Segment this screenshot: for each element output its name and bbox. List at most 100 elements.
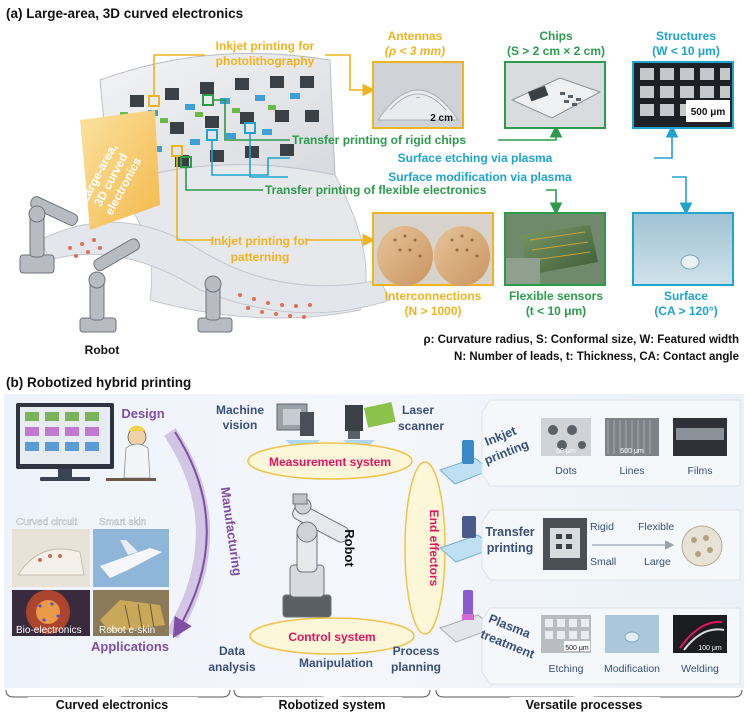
laser-scanner-label-2: scanner: [398, 419, 444, 433]
surface-photo: [632, 212, 734, 286]
welding-scale: 100 μm: [698, 645, 722, 652]
antennas-title: Antennas: [388, 29, 443, 43]
interconnections-photo: [372, 212, 494, 286]
bio-electronics-label: Bio-electronics: [16, 625, 82, 636]
lines-micrograph: [605, 418, 659, 456]
manufacturing-arrow-band: [164, 428, 210, 639]
footer-robotized-system: Robotized system: [279, 698, 386, 712]
dots-scale: 50 μm: [556, 448, 576, 455]
control-system-ellipse: [249, 617, 415, 655]
surface-sub: (CA > 120°): [654, 304, 717, 318]
data-analysis-label-1: Data: [219, 644, 245, 658]
lines-scale: 500 μm: [620, 448, 644, 455]
etching-micrograph: [541, 615, 591, 653]
footer-mask-2: [262, 697, 402, 713]
footer-curved-electronics: Curved electronics: [56, 698, 169, 712]
machine-vision-label-2: vision: [223, 418, 258, 432]
footer-mask-3: [510, 697, 660, 713]
surface-title: Surface: [664, 289, 708, 303]
line-inkjet-pattern: [176, 156, 212, 241]
footer-mask-1: [28, 697, 198, 713]
arrow-antennas: [325, 54, 376, 97]
flexible-device-photo: [681, 525, 723, 567]
antennas-sub: (ρ < 3 mm): [385, 44, 445, 58]
line-transfer-rigid: [213, 99, 290, 141]
label-surface-etching: Surface etching via plasma: [398, 151, 553, 165]
machine-vision-label-1: Machine: [216, 403, 264, 417]
end-effectors-label: End effectors: [427, 510, 441, 587]
line-transfer-flexible: [185, 167, 263, 191]
laser-scanner-icon: [345, 402, 396, 439]
transfer-printing-label-2: printing: [487, 541, 534, 555]
label-inkjet-litho-1: Inkjet printing for: [216, 39, 315, 53]
label-inkjet-pattern-1: Inkjet printing for: [211, 234, 310, 248]
legend-line-2: N: Number of leads, t: Thickness, CA: Co…: [454, 351, 739, 363]
robot-eskin-photo: [93, 590, 169, 636]
line-surface-mod: [249, 133, 288, 178]
measurement-system-label: Measurement system: [269, 455, 391, 469]
curved-circuit-photo: [12, 529, 90, 587]
modification-label: Modification: [604, 663, 660, 675]
camera-icon: [276, 403, 314, 436]
chips-sub: (S > 2 cm × 2 cm): [507, 44, 605, 58]
plasma-nozzle-icon: [439, 590, 495, 643]
lines-label: Lines: [619, 465, 644, 477]
legend-line-1: ρ: Curvature radius, S: Conformal size, …: [423, 334, 739, 346]
flexible-label: Flexible: [638, 521, 674, 533]
small-label: Small: [590, 556, 616, 568]
design-label: Design: [121, 406, 164, 421]
robot-eskin-label: Robot e-skin: [99, 625, 155, 636]
line-inkjet-litho: [153, 54, 205, 96]
welding-label: Welding: [681, 663, 719, 675]
industrial-robot: [282, 493, 350, 618]
dots-micrograph: [541, 418, 591, 456]
data-analysis-label-2: analysis: [208, 660, 256, 674]
interconnections-title: Interconnections: [385, 289, 482, 303]
films-label: Films: [687, 465, 712, 477]
structures-sub: (W < 10 μm): [652, 44, 720, 58]
rigid-chip-photo: [543, 518, 587, 570]
transfer-printing-label-1: Transfer: [485, 525, 534, 539]
welding-micrograph: [673, 615, 727, 653]
films-micrograph: [673, 418, 727, 456]
flexible-sensors-photo: [504, 212, 606, 286]
robot-label-a: Robot: [85, 343, 120, 357]
large-area-badge: Large-area, 3D curved electronics: [77, 110, 160, 230]
chips-photo: [504, 61, 606, 129]
arrow-structures: [654, 124, 679, 159]
control-system-label: Control system: [288, 630, 375, 644]
label-surface-modification: Surface modification via plasma: [388, 170, 572, 184]
label-transfer-flexible: Transfer printing of flexible electronic…: [265, 183, 487, 197]
antennas-photo: ~ 2 cm: [372, 61, 464, 129]
dots-label: Dots: [555, 465, 577, 477]
rigid-label: Rigid: [590, 521, 614, 533]
smart-skin-photo: [93, 529, 169, 587]
arrow-surface: [672, 176, 693, 216]
bio-electronics-photo: [12, 590, 90, 636]
process-planning-label-2: planning: [391, 660, 441, 674]
antennas-scale: 2 cm: [430, 113, 453, 124]
robot-arm-right: [197, 275, 233, 333]
applications-label: Applications: [91, 639, 169, 654]
modification-photo: [605, 615, 659, 653]
arrow-sensors: [546, 189, 563, 216]
panel-a-title: (a) Large-area, 3D curved electronics: [6, 6, 243, 21]
footer-versatile-processes: Versatile processes: [526, 698, 643, 712]
design-monitor: [16, 403, 114, 481]
structures-photo: 500 μm: [632, 61, 734, 129]
label-inkjet-pattern-2: patterning: [231, 250, 290, 264]
label-transfer-rigid: Transfer printing of rigid chips: [292, 133, 466, 147]
manipulation-label: Manipulation: [299, 656, 373, 670]
robot-arm-left: [19, 196, 79, 274]
structures-scale: 500 μm: [691, 107, 726, 118]
robot-label-b: Robot: [342, 529, 357, 567]
structures-title: Structures: [656, 29, 716, 43]
smart-skin-label: Smart skin: [99, 517, 146, 528]
laser-scanner-label-1: Laser: [402, 403, 434, 417]
label-inkjet-litho-2: photolithography: [216, 54, 315, 68]
interconnections-sub: (N > 1000): [404, 304, 461, 318]
process-planning-label-1: Process: [393, 644, 440, 658]
curved-electronics-sheet: [39, 52, 391, 319]
chips-title: Chips: [539, 29, 573, 43]
